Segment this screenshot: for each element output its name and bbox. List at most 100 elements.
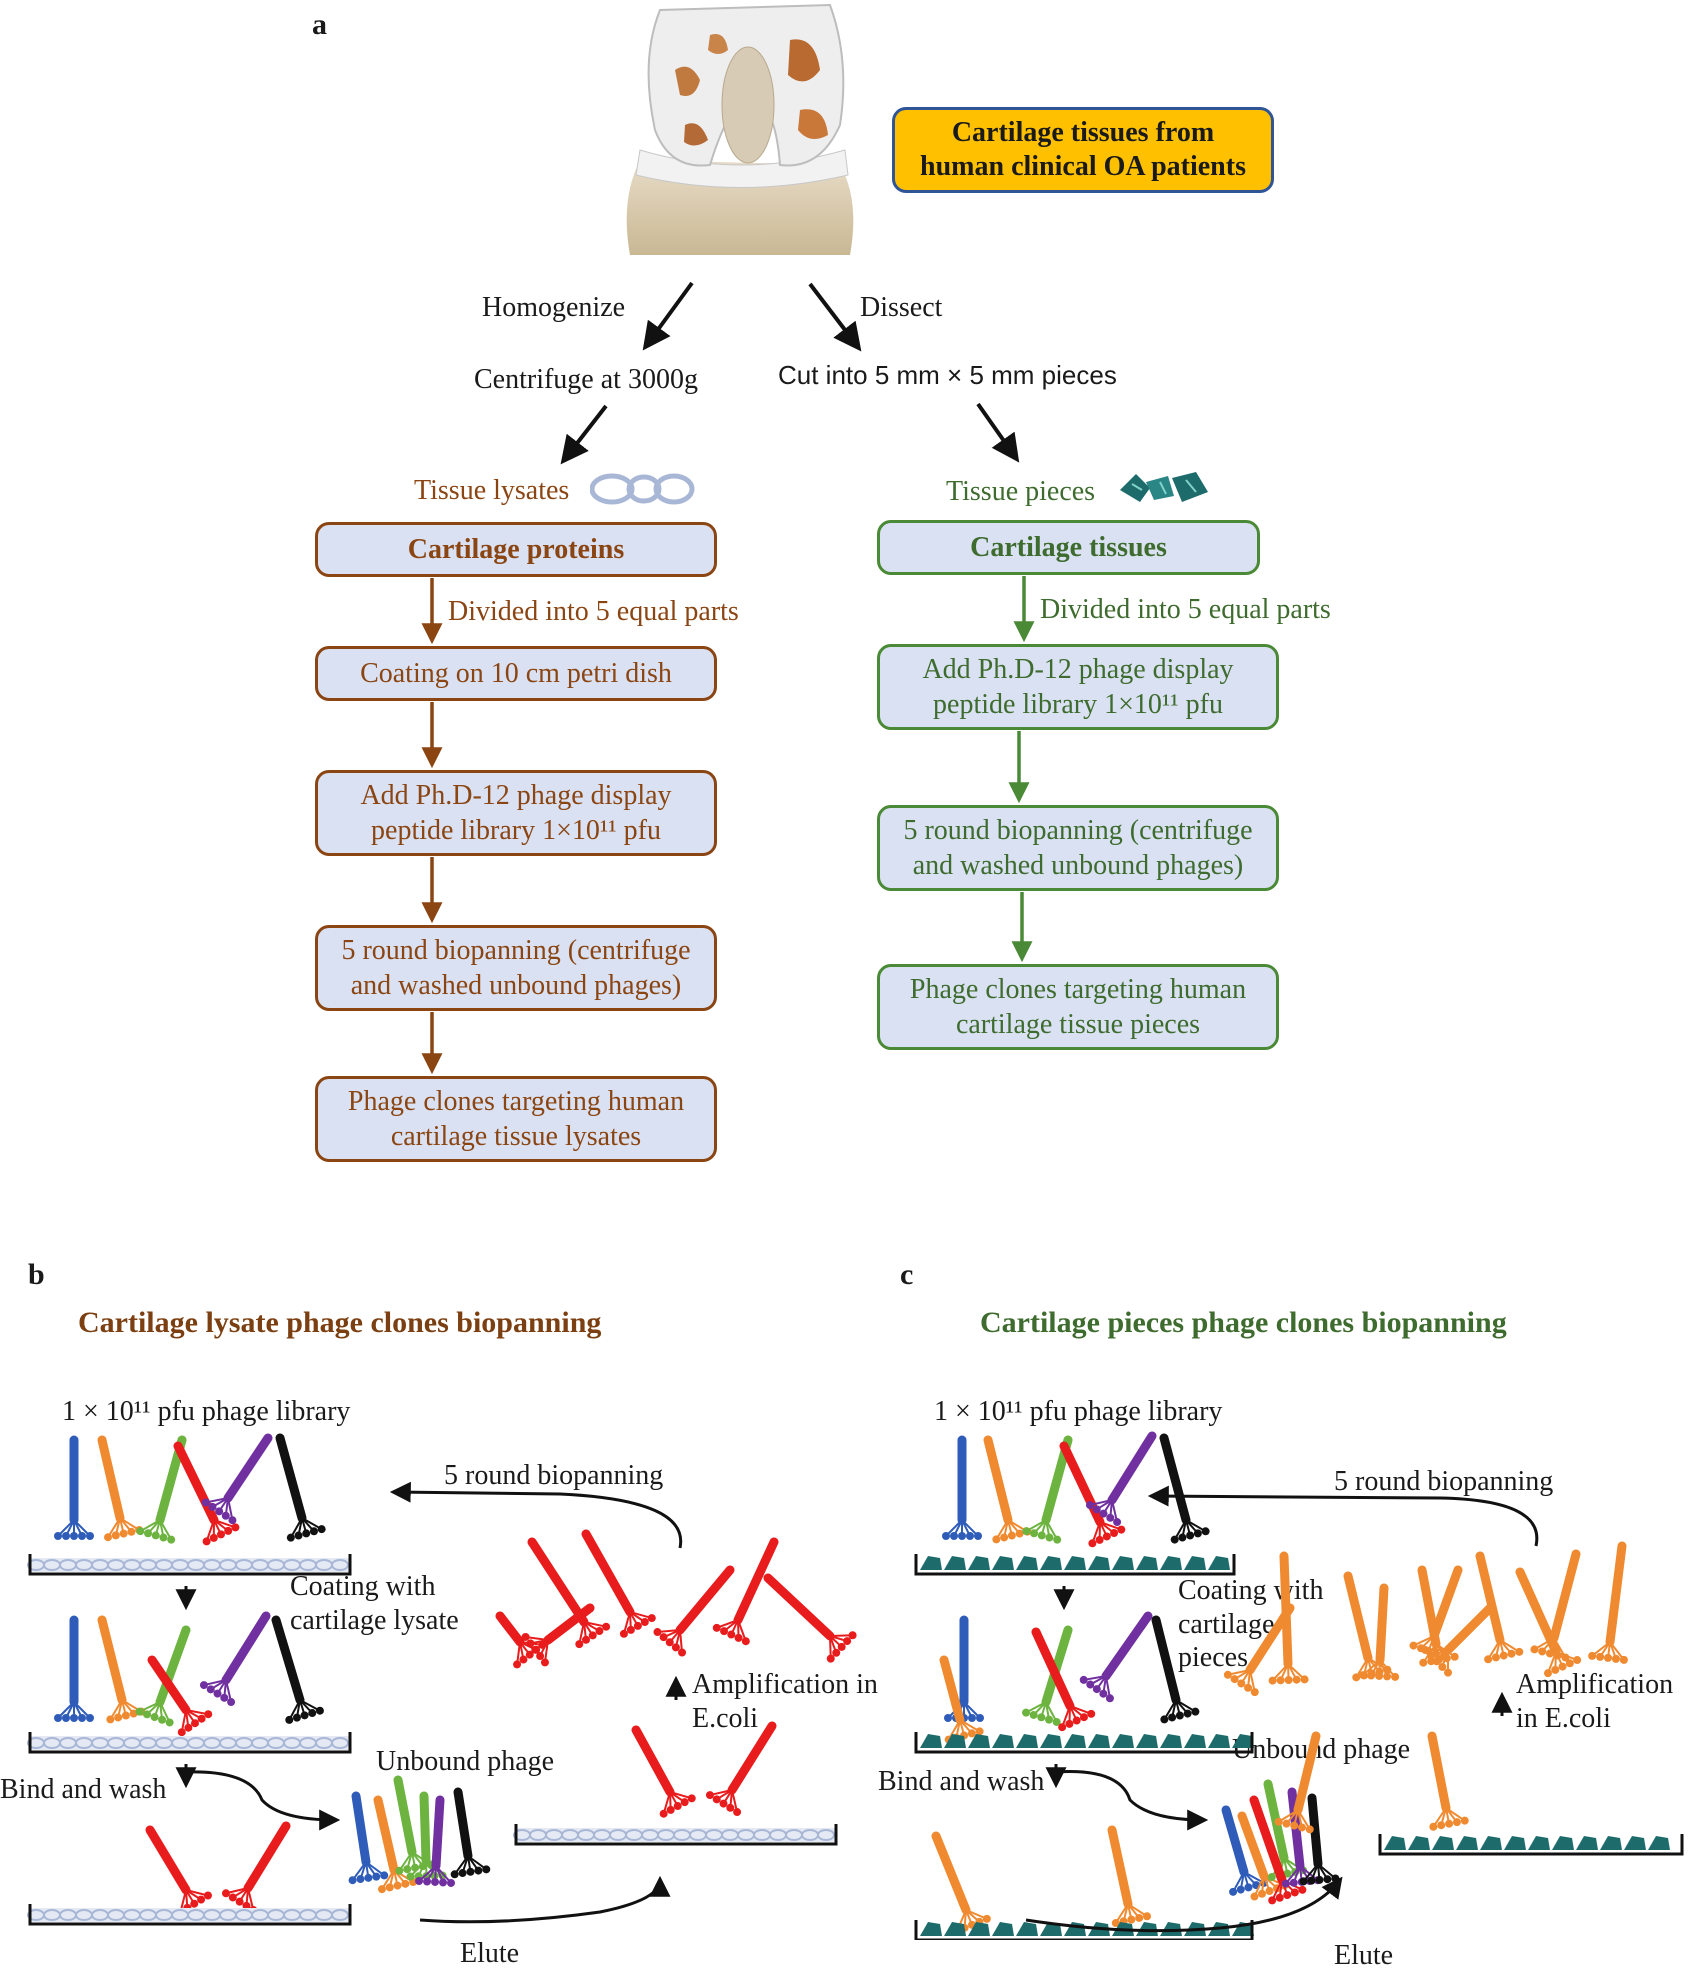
right-library-box: Add Ph.D-12 phage display peptide librar… [877,644,1279,730]
left-result-box: Phage clones targeting human cartilage t… [315,1076,717,1162]
panel-a-letter: a [312,8,327,41]
blue-phage-icon [54,1615,94,1722]
panel-b-unbound-label: Unbound phage [376,1746,555,1777]
panel-c-letter: c [900,1258,914,1291]
orange-phage-icon [1223,1603,1295,1697]
panel-a-flow-arrows [421,576,1035,1075]
panel-c-coating-label: Coating with cartilage pieces [1178,1575,1324,1674]
cartilage-tissues-box: Cartilage tissues [877,520,1260,575]
red-phage-icon [495,1611,547,1669]
orange-phage-icon [1530,1549,1581,1662]
elute-arrow [419,1875,671,1924]
left-divide-label: Divided into 5 equal parts [448,596,739,627]
panel-b-amplification-label: Amplification in E.coli [692,1669,878,1734]
green-phage-icon [135,1625,191,1727]
lysate-surface-3 [27,1904,352,1926]
panel-b-letter: b [28,1258,45,1291]
red-phage-icon [145,1825,212,1916]
right-divide-label: Divided into 5 equal parts [1040,594,1331,625]
rounds-arrow [1147,1485,1539,1547]
panel-c-rounds-label: 5 round biopanning [1334,1466,1554,1497]
red-phage-icon [581,1529,656,1638]
red-phage-icon [1031,1627,1096,1732]
cartilage-proteins-box: Cartilage proteins [315,522,717,577]
right-result-box: Phage clones targeting human cartilage t… [877,964,1279,1050]
panel-c-bind-wash-label: Bind and wash [878,1766,1045,1797]
panel-b-library-label: 1 × 10¹¹ pfu phage library [62,1396,351,1427]
orange-phage-icon [1515,1567,1582,1678]
orange-phage-icon [1427,1731,1469,1831]
tissue-pieces-label: Tissue pieces [946,476,1096,507]
tissue-lysates-label: Tissue lysates [414,475,570,506]
knee-joint-illustration [626,3,854,255]
blue-phage-icon [348,1791,389,1885]
panel-b-diagram [27,1433,857,1926]
orange-phage-icon [97,1435,144,1542]
left-library-box: Add Ph.D-12 phage display peptide librar… [315,770,717,856]
panel-b-elute-label: Elute [460,1938,520,1969]
rounds-arrow [389,1481,683,1549]
black-phage-icon [271,1615,324,1724]
black-phage-icon [1159,1433,1210,1544]
coating-box: Coating on 10 cm petri dish [315,646,717,701]
tissue-surface-2 [914,1732,1254,1754]
red-phage-icon [712,1537,779,1646]
panel-b-coating-label: Coating with cartilage lysate [290,1571,459,1636]
lysate-surface-1 [27,1554,352,1576]
black-phage-icon [1151,1615,1200,1724]
orange-phage-icon [1107,1825,1152,1928]
panel-c-unbound-label: Unbound phage [1232,1734,1411,1765]
panel-c-title: Cartilage pieces phage clones biopanning [980,1306,1507,1339]
right-biopanning-box: 5 round biopanning (centrifuge and washe… [877,805,1279,891]
centrifuge-label: Centrifuge at 3000g [474,364,698,395]
cut-label: Cut into 5 mm × 5 mm pieces [778,360,1117,390]
orange-phage-icon [1359,1583,1400,1681]
panel-a-top-arrows [560,281,1020,465]
lysate-surface-2 [27,1732,352,1754]
panel-b-title: Cartilage lysate phage clones biopanning [78,1306,602,1339]
panel-b-bind-wash-label: Bind and wash [0,1774,167,1805]
orange-phage-icon [1475,1551,1524,1664]
tissue-surface-1 [914,1554,1236,1576]
orange-phage-icon [1421,1603,1495,1677]
purple-phage-icon [199,1611,271,1707]
red-phage-icon [763,1573,857,1663]
purple-phage-icon [415,1795,456,1887]
blue-phage-icon [942,1435,982,1540]
panel-c-diagram [914,1431,1684,1940]
red-phage-icon [653,1565,735,1657]
red-phage-icon [173,1441,240,1546]
black-phage-icon [275,1433,326,1542]
green-phage-icon [136,1435,187,1544]
tissue-surface-4 [1378,1834,1684,1856]
panel-b-rounds-label: 5 round biopanning [444,1460,664,1491]
purple-phage-icon [201,1433,273,1525]
green-phage-icon [1022,1625,1073,1726]
red-phage-icon [221,1821,291,1915]
left-biopanning-box: 5 round biopanning (centrifuge and washe… [315,925,717,1011]
purple-phage-icon [1079,1611,1153,1703]
orange-phage-icon [931,1831,991,1935]
panel-c-amplification-label: Amplification in E.coli [1516,1669,1674,1734]
black-phage-icon [450,1787,491,1879]
orange-phage-icon [1268,1551,1309,1685]
blue-phage-icon [1221,1805,1268,1896]
homogenize-label: Homogenize [482,292,626,323]
red-phage-icon [631,1725,696,1818]
lysate-surface-4 [513,1824,838,1846]
elute-arrow [1025,1876,1343,1933]
orange-phage-icon [1274,1731,1321,1834]
tissue-pieces-icon [1120,472,1208,502]
panel-c-library-label: 1 × 10¹¹ pfu phage library [934,1396,1223,1427]
unbound-arrow [1055,1770,1209,1831]
red-phage-icon [705,1721,777,1817]
red-phage-icon [147,1655,213,1737]
lysate-icon [590,473,695,505]
dissect-label: Dissect [860,292,943,323]
blue-phage-icon [54,1435,94,1540]
unbound-arrow [185,1770,341,1831]
panel-c-elute-label: Elute [1334,1940,1394,1971]
purple-phage-icon [1085,1431,1157,1527]
orange-phage-icon [1588,1541,1628,1664]
source-label-box: Cartilage tissues from human clinical OA… [892,107,1274,193]
